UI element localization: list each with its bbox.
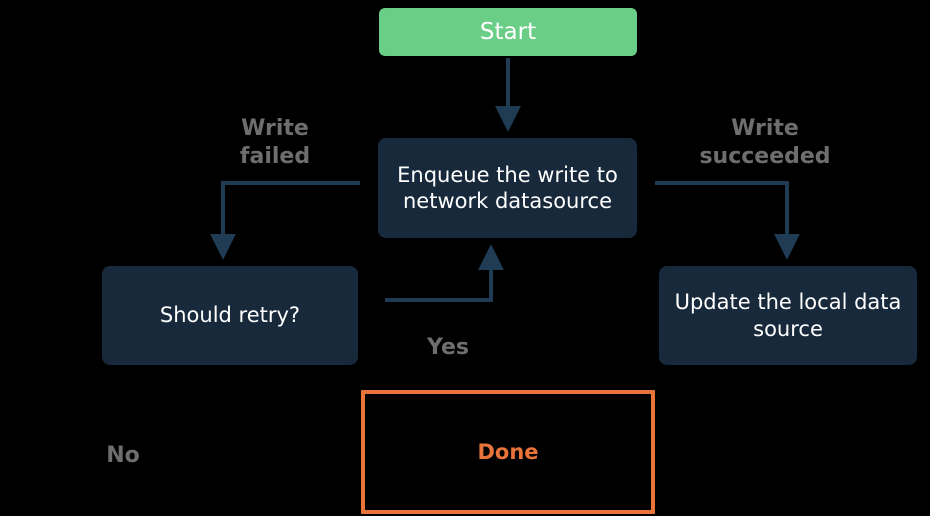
- node-done[interactable]: Done: [361, 390, 655, 514]
- node-enqueue-write[interactable]: Enqueue the write to network datasource: [378, 138, 637, 238]
- edge-label-write-failed: Write failed: [239, 116, 311, 169]
- node-start[interactable]: Start: [379, 8, 637, 56]
- node-enqueue-write-label: Enqueue the write to network datasource: [397, 162, 618, 213]
- edge-enqueue-to-update: [655, 181, 800, 260]
- edge-retry-yes-loop: [385, 244, 504, 302]
- edge-label-yes: Yes: [427, 335, 469, 360]
- node-done-label: Done: [477, 439, 539, 464]
- edge-label-no: No: [106, 443, 140, 468]
- node-should-retry-label: Should retry?: [159, 303, 301, 328]
- node-update-local-data-source-label: Update the local data source: [674, 290, 902, 341]
- node-update-local-data-source[interactable]: Update the local data source: [659, 266, 917, 365]
- edge-enqueue-to-retry: [210, 181, 360, 260]
- edge-label-write-succeeded: Write succeeded: [699, 116, 831, 169]
- node-start-label: Start: [479, 18, 537, 45]
- node-should-retry[interactable]: Should retry?: [102, 266, 358, 365]
